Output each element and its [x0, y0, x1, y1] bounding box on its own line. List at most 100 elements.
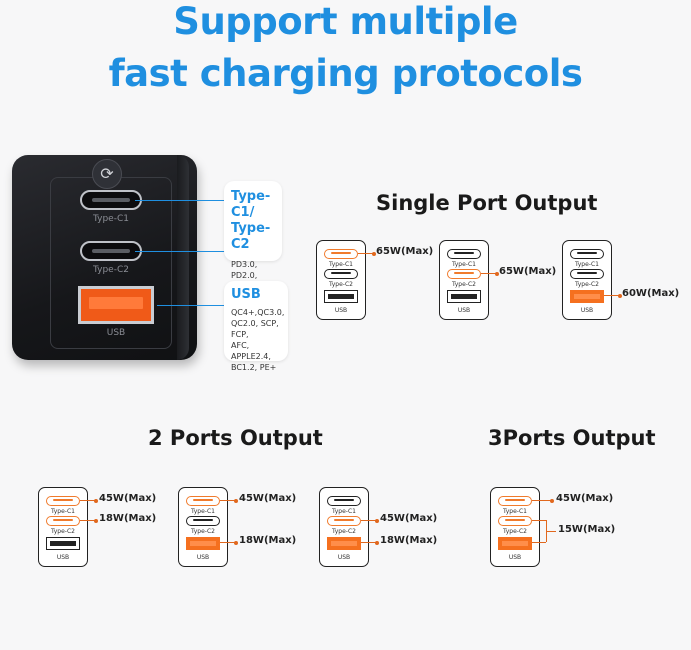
two-ports-2-type-c1-label: Type-C1 [191, 508, 215, 515]
single-port-2-type-c1-label: Type-C1 [452, 261, 476, 268]
single-port-3-type-c1-label: Type-C1 [575, 261, 599, 268]
two-ports-3-leader-line-2 [361, 542, 377, 543]
three-ports-leader-line-1 [532, 500, 552, 501]
two-ports-1-type-c2-label: Type-C2 [51, 528, 75, 535]
single-port-1-usb-port [324, 290, 358, 303]
two-ports-3-type-c1-label: Type-C1 [332, 508, 356, 515]
three-ports-bracket-stem [546, 531, 556, 532]
headline-line-1: Support multiple [173, 0, 518, 43]
two-ports-2-wattage-1: 45W(Max) [239, 493, 297, 504]
single-port-output-title: Single Port Output [376, 191, 598, 215]
two-ports-1-wattage-2: 18W(Max) [99, 513, 157, 524]
two-ports-2-leader-line-1 [220, 500, 236, 501]
single-port-2-leader-dot-1 [495, 271, 499, 276]
three-ports-leader-dot-1 [550, 498, 554, 503]
two-ports-1-leader-line-1 [80, 500, 96, 501]
single-port-3-leader-dot-1 [618, 293, 622, 298]
single-port-2-type-c1-port [447, 249, 481, 259]
typec-callout-title-2: Type-C2 [231, 221, 271, 252]
two-ports-1-leader-line-2 [80, 520, 96, 521]
single-port-3-usb-port [570, 290, 604, 303]
typec-callout-title-1: Type-C1/ [231, 189, 271, 220]
three-ports-type-c1-label: Type-C1 [503, 508, 527, 515]
three-ports-usb-label: USB [508, 554, 522, 561]
single-port-3-type-c1-port [570, 249, 604, 259]
two-ports-3-usb-port [327, 537, 361, 550]
two-ports-3-leader-dot-2 [375, 540, 379, 545]
type-c1-port-label: Type-C1 [93, 214, 129, 224]
single-port-1-type-c2-port [324, 269, 358, 279]
two-ports-3-type-c1-port [327, 496, 361, 506]
two-ports-1-type-c1-port [46, 496, 80, 506]
two-ports-3-leader-dot-1 [375, 518, 379, 523]
single-port-1-usb-label: USB [334, 307, 348, 314]
two-ports-3-type-c2-label: Type-C2 [332, 528, 356, 535]
charger-device: ⟳ Type-C1 Type-C2 USB [12, 155, 197, 360]
two-ports-output-title: 2 Ports Output [148, 426, 323, 450]
three-ports-usb-port [498, 537, 532, 550]
type-c2-port [80, 241, 142, 261]
charger-side-edge [177, 155, 189, 360]
two-ports-1-usb-label: USB [56, 554, 70, 561]
usb-protocols-callout: USB QC4+,QC3.0, QC2.0, SCP, FCP, AFC, AP… [224, 281, 288, 372]
two-ports-2-usb-port [186, 537, 220, 550]
single-port-2-usb-port [447, 290, 481, 303]
two-ports-2-type-c1-port [186, 496, 220, 506]
typec2-connector-line [135, 251, 225, 252]
typec-protocols-callout: Type-C1/ Type-C2 PD3.0, PD2.0, PPS [224, 181, 282, 291]
usb-protocols-list: QC4+,QC3.0, QC2.0, SCP, FCP, AFC, APPLE2… [231, 308, 285, 372]
three-ports-type-c1-port [498, 496, 532, 506]
single-port-2-leader-line-1 [481, 273, 497, 274]
two-ports-2-type-c2-label: Type-C2 [191, 528, 215, 535]
two-ports-1-leader-dot-1 [94, 498, 98, 503]
two-ports-2-wattage-2: 18W(Max) [239, 535, 297, 546]
two-ports-1-usb-port [46, 537, 80, 550]
single-port-1-leader-line-1 [358, 253, 374, 254]
two-ports-1-leader-dot-2 [94, 518, 98, 523]
single-port-3-leader-line-1 [604, 295, 620, 296]
two-ports-2-type-c2-port [186, 516, 220, 526]
two-ports-2-leader-dot-1 [234, 498, 238, 503]
three-ports-type-c2-port [498, 516, 532, 526]
single-port-3-type-c2-label: Type-C2 [575, 281, 599, 288]
headline-line-2: fast charging protocols [108, 52, 583, 95]
two-ports-3-leader-line-1 [361, 520, 377, 521]
two-ports-1-wattage-1: 45W(Max) [99, 493, 157, 504]
two-ports-2-leader-dot-2 [234, 540, 238, 545]
single-port-3-usb-label: USB [580, 307, 594, 314]
two-ports-1-type-c2-port [46, 516, 80, 526]
three-ports-bracket-bottom [532, 542, 546, 543]
three-ports-output-title: 3Ports Output [488, 426, 656, 450]
three-ports-bracket-top [532, 520, 546, 521]
single-port-2-type-c2-port [447, 269, 481, 279]
typec1-connector-line [135, 200, 225, 201]
single-port-1-type-c1-port [324, 249, 358, 259]
single-port-1-leader-dot-1 [372, 251, 376, 256]
usb-port-label: USB [106, 328, 126, 338]
single-port-1-type-c1-label: Type-C1 [329, 261, 353, 268]
single-port-3-type-c2-port [570, 269, 604, 279]
baseus-logo-icon: ⟳ [92, 159, 122, 189]
usb-connector-line [157, 305, 225, 306]
three-ports-wattage-2: 15W(Max) [558, 524, 616, 535]
two-ports-3-usb-label: USB [337, 554, 351, 561]
type-c2-port-label: Type-C2 [93, 265, 129, 275]
usb-a-port [78, 286, 154, 324]
two-ports-2-usb-label: USB [196, 554, 210, 561]
two-ports-3-type-c2-port [327, 516, 361, 526]
type-c1-port [80, 190, 142, 210]
two-ports-1-type-c1-label: Type-C1 [51, 508, 75, 515]
three-ports-type-c2-label: Type-C2 [503, 528, 527, 535]
single-port-3-wattage-1: 60W(Max) [622, 288, 680, 299]
two-ports-2-leader-line-2 [220, 542, 236, 543]
single-port-2-usb-label: USB [457, 307, 471, 314]
usb-callout-title: USB [231, 287, 261, 302]
single-port-2-type-c2-label: Type-C2 [452, 281, 476, 288]
three-ports-wattage-1: 45W(Max) [556, 493, 614, 504]
